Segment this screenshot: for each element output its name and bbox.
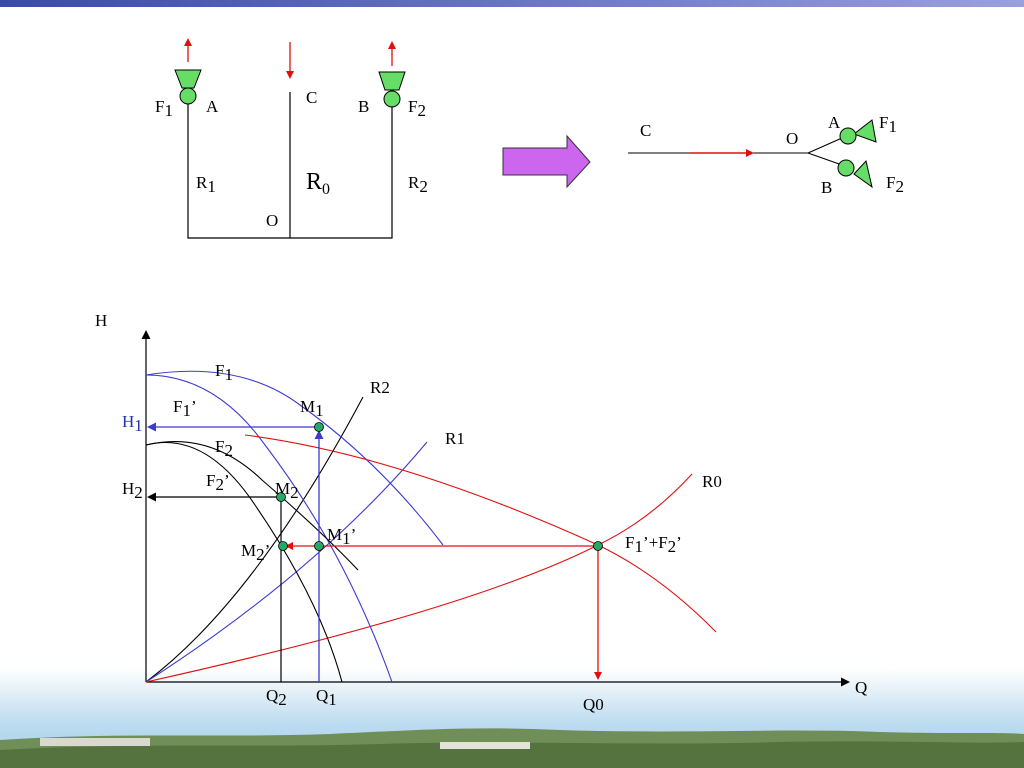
point-m2-prime bbox=[278, 541, 288, 551]
label-h1: H1 bbox=[122, 412, 143, 435]
label-c: C bbox=[306, 88, 317, 107]
label-f2: F2 bbox=[408, 97, 426, 120]
label-h2: H2 bbox=[122, 479, 143, 502]
label-f1: F1 bbox=[155, 97, 173, 120]
label-f2: F2 bbox=[215, 437, 233, 460]
label-q1: Q1 bbox=[316, 686, 337, 709]
point-m1-prime bbox=[314, 541, 324, 551]
label-f1: F1 bbox=[215, 361, 233, 384]
label-m2: M2 bbox=[275, 479, 299, 502]
fan-icon bbox=[174, 69, 202, 105]
curve-f1 bbox=[145, 370, 444, 546]
fan-icon bbox=[839, 119, 877, 145]
point-m1 bbox=[314, 422, 324, 432]
big-right-arrow-icon bbox=[502, 134, 591, 189]
label-f1p-plus-f2p: F1’+F2’ bbox=[625, 533, 682, 556]
label-f2-prime: F2’ bbox=[206, 471, 230, 494]
label-m1-prime: M1’ bbox=[327, 525, 356, 548]
hq-graph: H Q H1 H2 F1 F1’ F2 F2’ M1 M2 M1’ bbox=[95, 311, 867, 714]
network-left-ducts bbox=[187, 92, 393, 239]
curve-f1-prime bbox=[145, 374, 393, 683]
label-m1: M1 bbox=[300, 397, 324, 420]
label-f1: F1 bbox=[879, 113, 897, 136]
label-r1: R1 bbox=[445, 429, 465, 448]
fan-icon bbox=[837, 159, 873, 189]
curve-r1 bbox=[145, 441, 428, 683]
axis-label-q: Q bbox=[855, 678, 867, 697]
label-b: B bbox=[358, 97, 369, 116]
label-r0: R0 bbox=[702, 472, 722, 491]
label-f2: F2 bbox=[886, 173, 904, 196]
label-m2-prime: M2’ bbox=[241, 541, 270, 564]
label-r0: R0 bbox=[306, 169, 330, 198]
label-a: A bbox=[828, 113, 841, 132]
fan-icon bbox=[378, 71, 406, 108]
label-r2: R2 bbox=[408, 173, 428, 196]
branch-a bbox=[807, 137, 843, 154]
label-b: B bbox=[821, 178, 832, 197]
branch-b bbox=[807, 152, 843, 166]
label-a: A bbox=[206, 97, 219, 116]
curve-f2-prime bbox=[145, 441, 343, 683]
curve-f1p-plus-f2p bbox=[244, 434, 717, 633]
label-q0: Q0 bbox=[583, 695, 604, 714]
point-m2 bbox=[276, 492, 286, 502]
footer-landscape-image bbox=[0, 728, 1024, 768]
axis-label-h: H bbox=[95, 311, 107, 330]
label-r2: R2 bbox=[370, 378, 390, 397]
curve-f2 bbox=[145, 441, 359, 571]
slide-top-bar bbox=[0, 0, 1024, 7]
label-o: O bbox=[786, 129, 798, 148]
point-combined bbox=[593, 541, 603, 551]
label-f1-prime: F1’ bbox=[173, 397, 197, 420]
curve-r2 bbox=[145, 396, 364, 683]
curve-r0 bbox=[145, 473, 693, 683]
label-c: C bbox=[640, 121, 651, 140]
network-right: C O A F1 B F2 bbox=[628, 113, 904, 197]
label-q2: Q2 bbox=[266, 686, 287, 709]
label-r1: R1 bbox=[196, 173, 216, 196]
network-left: F1 A C B F2 R1 R0 R2 O bbox=[155, 38, 428, 239]
label-o: O bbox=[266, 211, 278, 230]
